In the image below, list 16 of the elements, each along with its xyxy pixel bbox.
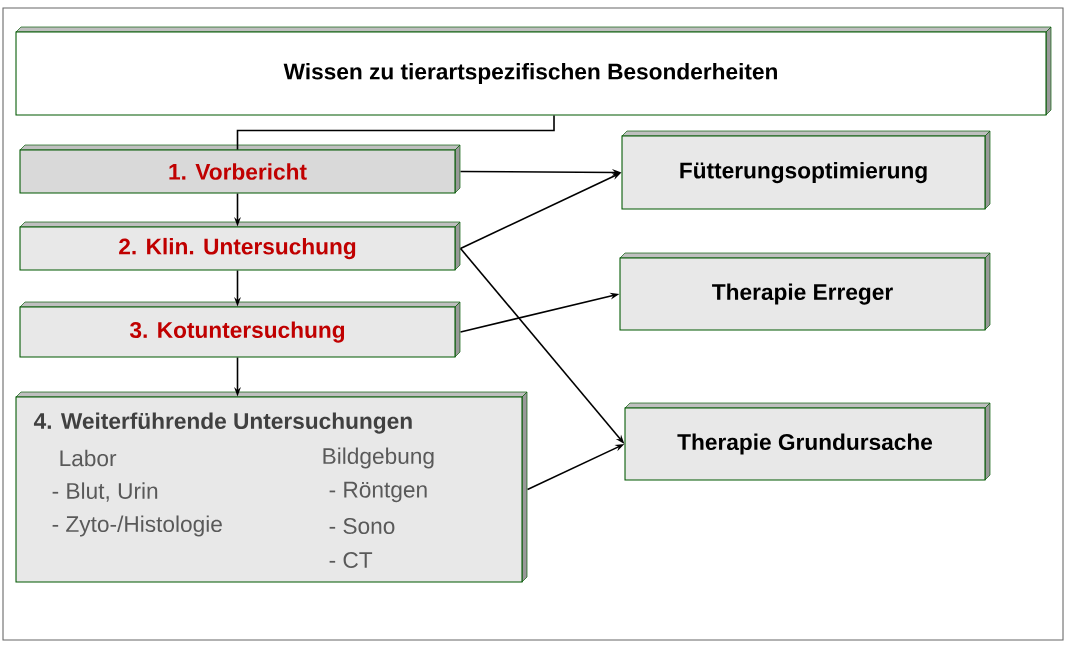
step-box: 1. Vorbericht bbox=[19, 144, 461, 194]
category-label: Labor bbox=[60, 449, 117, 467]
step-box: 2. Klin. Untersuchung bbox=[19, 221, 461, 271]
examination-box bbox=[15, 391, 528, 583]
list-item: - Zyto-/Histologie bbox=[52, 515, 222, 537]
list-item: - Röntgen bbox=[329, 481, 427, 503]
list-item: - Sono bbox=[329, 518, 395, 535]
outcome-box: Therapie Grundursache bbox=[624, 402, 991, 481]
list-item: - CT bbox=[329, 552, 373, 569]
topic-box: Wissen zu tierartspezifischen Besonderheiten bbox=[15, 26, 1052, 116]
step-box: 3. Kotuntersuchung bbox=[19, 301, 461, 358]
list-item: - Blut, Urin bbox=[52, 482, 158, 502]
category-label: Bildgebung bbox=[323, 447, 434, 469]
outcome-box: Therapie Erreger bbox=[619, 252, 991, 331]
box-heading: 4. Weiterführende Untersuchungen bbox=[33, 412, 412, 434]
outcome-box: Fütterungsoptimierung bbox=[621, 130, 991, 210]
